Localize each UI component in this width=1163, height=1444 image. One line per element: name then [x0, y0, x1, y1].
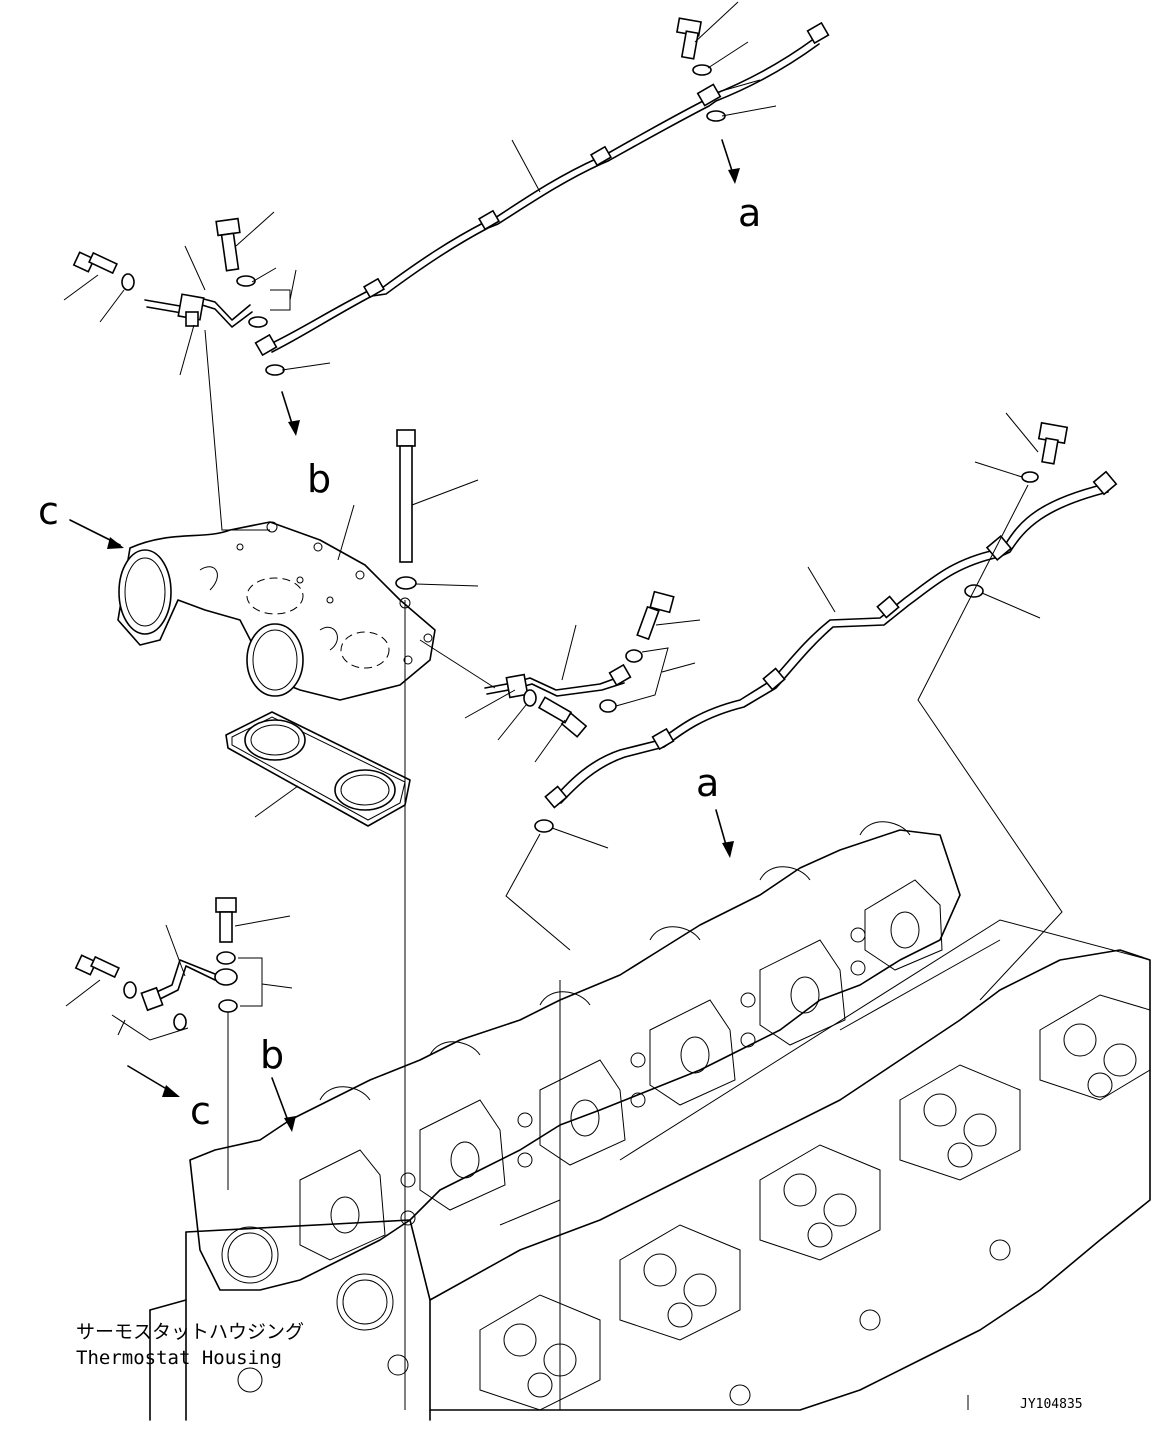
upper-pipe-assembly — [63, 1, 830, 531]
engine-cylinder-heads — [149, 821, 1151, 1421]
banjo-bolt — [676, 17, 702, 60]
caption-english: Thermostat Housing — [76, 1347, 282, 1369]
reference-label-a-top: a — [738, 191, 762, 235]
reference-label-c-top: c — [38, 489, 59, 533]
drawing-code: JY104835 — [1020, 1397, 1083, 1412]
reference-label-b-bottom: b — [260, 1033, 285, 1077]
thermostat-housing-part — [69, 504, 436, 701]
bottom-pipe-assembly — [65, 897, 296, 1190]
lower-pipe-assembly — [464, 412, 1118, 1001]
long-bolt — [395, 429, 496, 1410]
reference-label-b-top: b — [307, 457, 332, 501]
gasket-part — [225, 711, 411, 827]
reference-label-c-bottom: c — [190, 1089, 211, 1133]
reference-label-a-bottom: a — [696, 761, 720, 805]
caption-japanese: サーモスタットハウジング — [76, 1321, 305, 1343]
